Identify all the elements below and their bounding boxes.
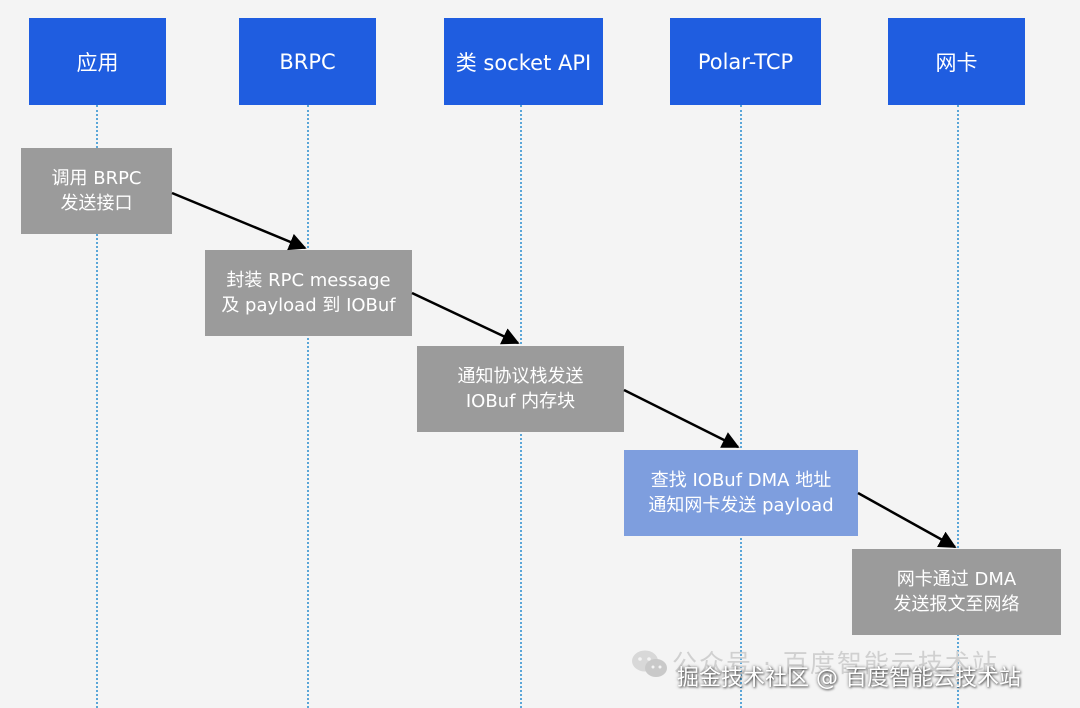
watermark-text: 掘金技术社区 @ 百度智能云技术站 — [677, 666, 1021, 691]
step-notify-protocol-stack: 通知协议栈发送 IOBuf 内存块 — [417, 346, 624, 432]
step-text-line: 发送报文至网络 — [893, 594, 1020, 615]
lane-header-brpc: BRPC — [239, 18, 376, 105]
lane-header-nic: 网卡 — [888, 18, 1025, 105]
lane-header-app: 应用 — [29, 18, 166, 105]
lifeline-nic — [957, 105, 959, 708]
step-nic-dma-send: 网卡通过 DMA 发送报文至网络 — [852, 549, 1061, 635]
step-text-line: 及 payload 到 IOBuf — [221, 295, 396, 316]
step-find-dma-address: 查找 IOBuf DMA 地址 通知网卡发送 payload — [624, 450, 858, 536]
flow-arrow — [171, 191, 307, 251]
step-text-line: 查找 IOBuf DMA 地址 — [650, 470, 832, 491]
lifeline-polar-tcp — [740, 105, 742, 708]
step-text-line: 通知网卡发送 payload — [648, 495, 834, 516]
lifeline-app — [96, 105, 98, 708]
step-text-line: IOBuf 内存块 — [465, 391, 576, 412]
step-text-line: 封装 RPC message — [226, 270, 391, 291]
lifeline-brpc — [307, 105, 309, 708]
step-text-line: 调用 BRPC — [51, 168, 142, 189]
step-text-line: 网卡通过 DMA — [896, 569, 1017, 590]
flow-arrow — [857, 491, 957, 549]
step-text-line: 发送接口 — [60, 193, 133, 214]
lane-header-polar-tcp: Polar-TCP — [670, 18, 821, 105]
flow-arrow — [411, 291, 520, 345]
step-wrap-rpc-message: 封装 RPC message 及 payload 到 IOBuf — [205, 250, 412, 336]
step-call-brpc-send: 调用 BRPC 发送接口 — [21, 148, 172, 234]
flow-arrow — [623, 388, 740, 449]
watermark-faint: 公众号 · 百度智能云技术站 — [672, 649, 999, 678]
wechat-icon — [632, 650, 667, 677]
lane-header-socket-api: 类 socket API — [444, 18, 603, 105]
step-text-line: 通知协议栈发送 — [457, 366, 584, 387]
